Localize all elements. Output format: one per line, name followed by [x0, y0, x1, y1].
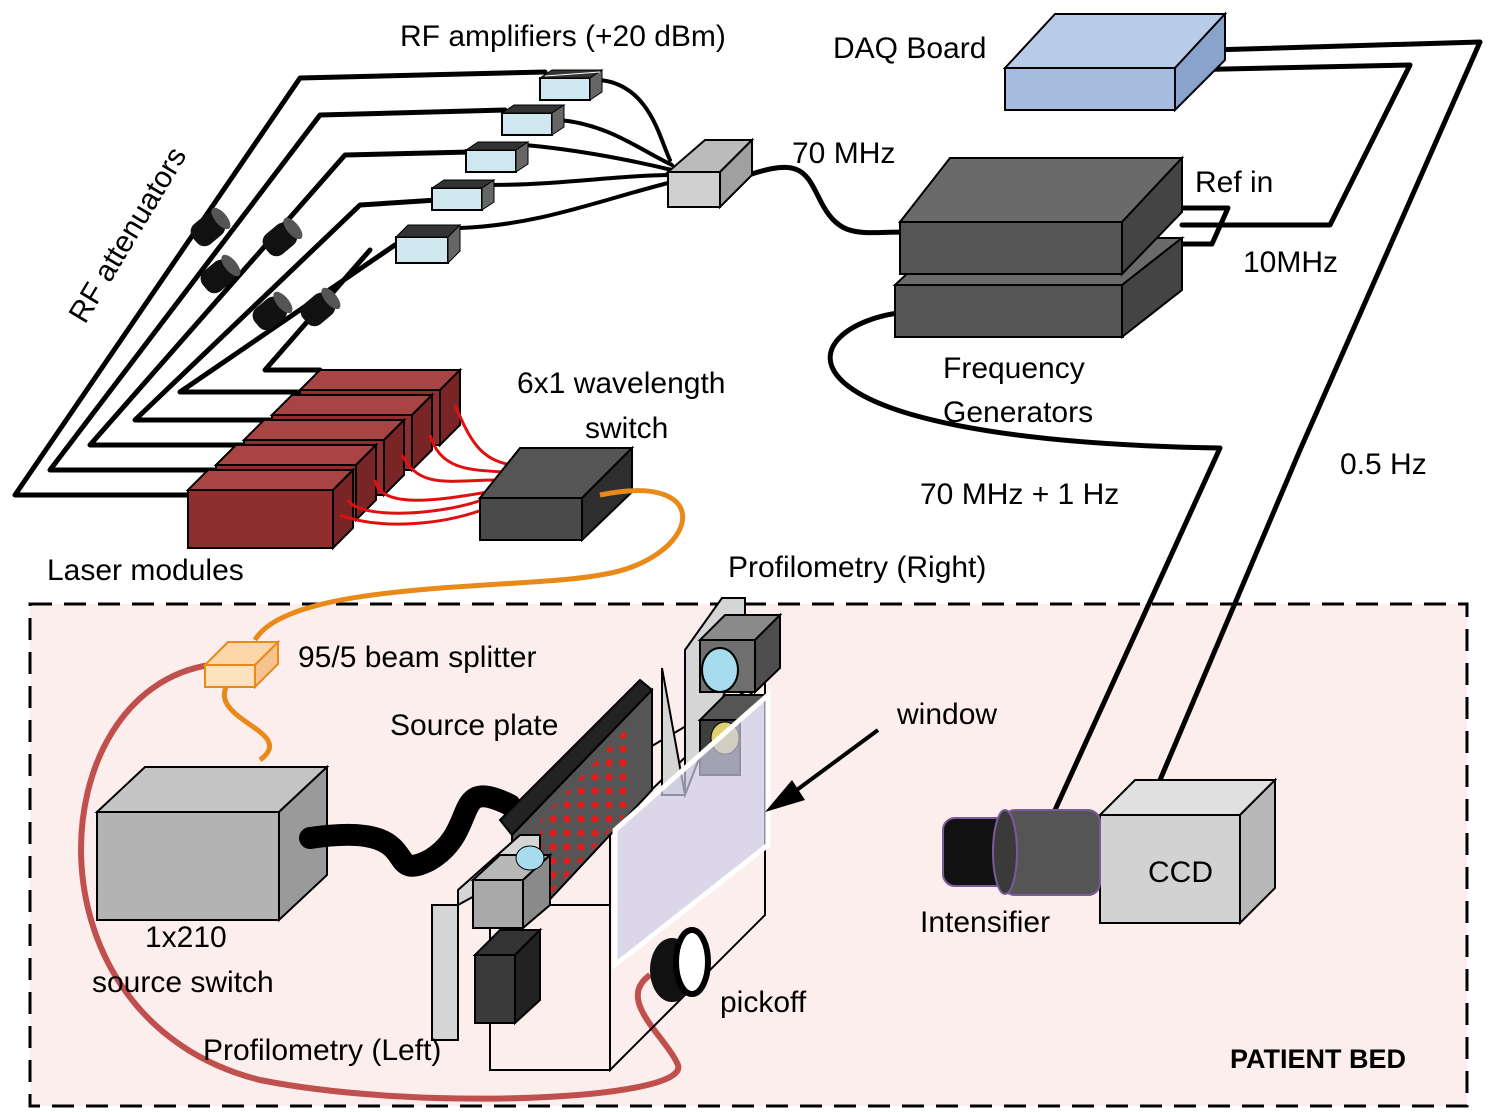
- attenuator-1: [190, 207, 231, 247]
- wavelength-switch: [477, 445, 635, 543]
- label-1x210: 1x210: [145, 921, 227, 954]
- rf-amplifiers: [394, 69, 604, 265]
- attenuator-5: [300, 287, 341, 327]
- laser-module-5: [185, 467, 356, 551]
- amplifier-2: [500, 104, 566, 136]
- label-profilometry-right: Profilometry (Right): [728, 551, 986, 584]
- label-70mhz-1hz: 70 MHz + 1 Hz: [920, 478, 1119, 511]
- label-frequency: Frequency: [943, 352, 1085, 385]
- label-profilometry-left: Profilometry (Left): [203, 1034, 441, 1067]
- rf-attenuators: [190, 207, 341, 331]
- label-70mhz: 70 MHz: [792, 137, 895, 170]
- label-beam-splitter: 95/5 beam splitter: [298, 641, 536, 674]
- label-intensifier: Intensifier: [920, 906, 1050, 939]
- intensifier: [942, 809, 1101, 896]
- label-switch: switch: [585, 412, 668, 445]
- laser-fibers: [339, 404, 513, 526]
- label-rf-amplifiers: RF amplifiers (+20 dBm): [400, 20, 726, 53]
- source-switch: [94, 764, 330, 923]
- profilometry-left: [431, 834, 553, 1041]
- ccd-camera: [1097, 777, 1278, 926]
- window-arrow: [765, 728, 880, 812]
- attenuator-2: [200, 254, 241, 294]
- attenuator-4: [252, 291, 293, 331]
- label-wavelength-switch: 6x1 wavelength: [517, 367, 725, 400]
- window-pane: [612, 689, 771, 971]
- beam-splitter: [202, 639, 281, 690]
- frequency-generators: [892, 155, 1185, 340]
- label-window: window: [896, 698, 997, 731]
- label-ref-in: Ref in: [1195, 166, 1273, 199]
- amplifier-3: [464, 141, 530, 173]
- amplifier-1: [538, 69, 604, 101]
- amplifier-4: [430, 179, 496, 211]
- source-dot-array: [540, 725, 630, 905]
- pickoff: [650, 927, 711, 1002]
- label-rf-attenuators: RF attenuators: [63, 142, 193, 329]
- label-0-5hz: 0.5 Hz: [1340, 448, 1427, 481]
- label-generators: Generators: [943, 396, 1093, 429]
- laser-modules: [185, 367, 463, 551]
- amp-to-splitter-cables: [458, 78, 674, 230]
- orange-fiber: [221, 488, 685, 762]
- label-source-plate: Source plate: [390, 709, 558, 742]
- amplifier-5: [394, 223, 462, 265]
- label-laser-modules: Laser modules: [47, 554, 244, 587]
- label-pickoff: pickoff: [720, 986, 807, 1019]
- label-10mhz: 10MHz: [1243, 246, 1338, 279]
- daq-board: [1002, 11, 1228, 113]
- label-patient-bed: PATIENT BED: [1230, 1044, 1406, 1074]
- label-daq-board: DAQ Board: [833, 32, 986, 65]
- label-ccd: CCD: [1148, 856, 1213, 889]
- label-source-switch: source switch: [92, 966, 274, 999]
- red-fiber-loop: [78, 662, 682, 1102]
- daq-wiring: [732, 39, 1483, 813]
- rf-splitter: [665, 137, 755, 210]
- attenuator-3: [262, 217, 303, 257]
- fiber-bundle: [299, 785, 521, 877]
